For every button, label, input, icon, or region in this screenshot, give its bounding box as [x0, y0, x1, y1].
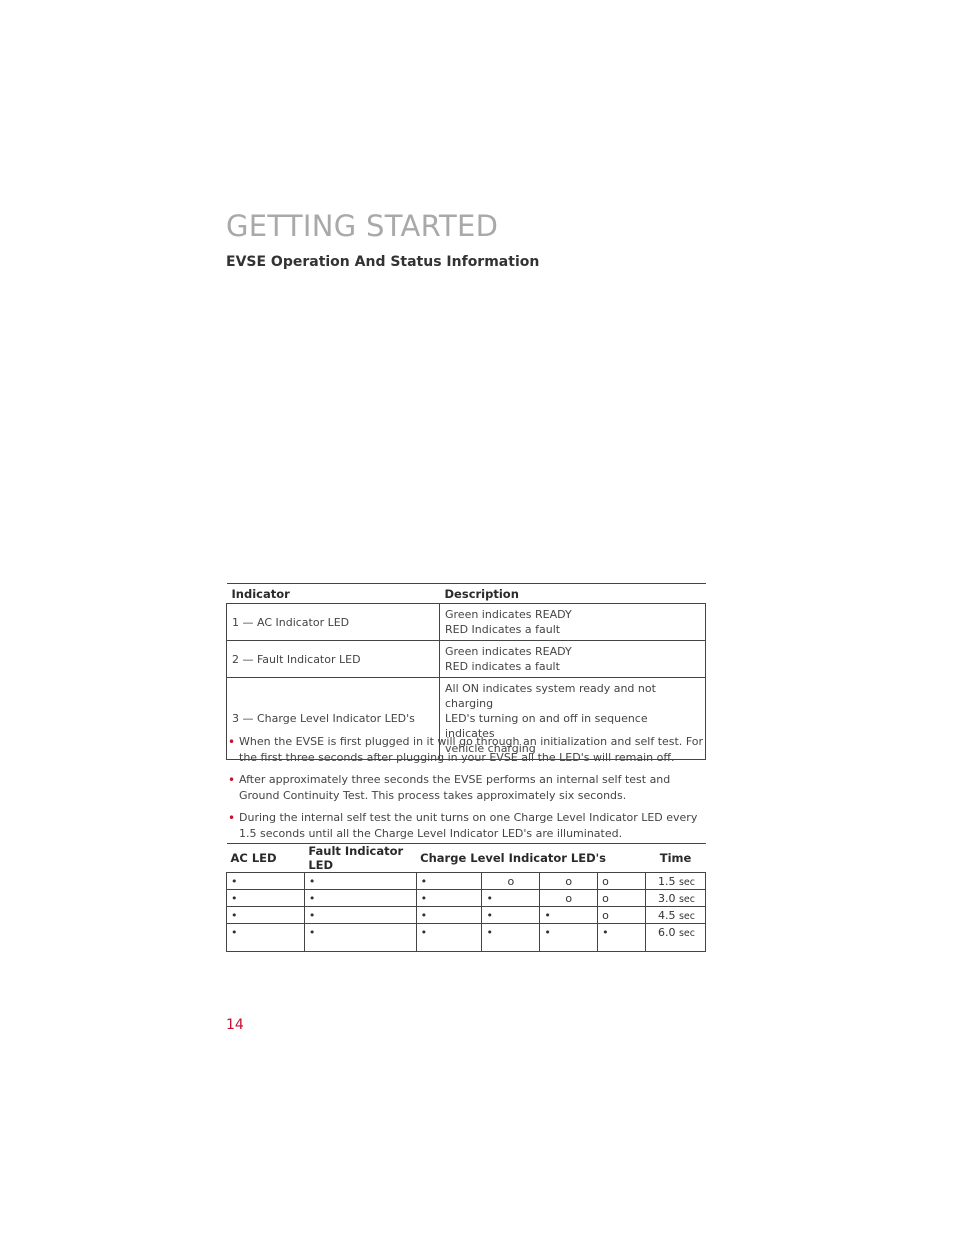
fault-led-state: •: [303, 889, 417, 907]
description-line: RED Indicates a fault: [445, 623, 561, 636]
description-column-header: Description: [439, 583, 706, 604]
time-number: 1.5: [657, 874, 676, 888]
indicator-name: 2 — Fault Indicator LED: [226, 640, 440, 678]
time-value: 3.0 sec: [645, 889, 706, 907]
time-value: 6.0 sec: [645, 923, 706, 952]
table-row: • • • • • • 6.0 sec: [226, 923, 706, 952]
indicator-table-header: Indicator Description: [226, 583, 706, 604]
time-number: 6.0: [657, 926, 676, 939]
time-unit: sec: [678, 910, 695, 922]
time-unit: sec: [678, 876, 695, 888]
indicator-description: Green indicates READY RED indicates a fa…: [439, 640, 706, 678]
charge-led-state: •: [481, 923, 541, 952]
time-unit: sec: [678, 893, 695, 905]
time-value: 4.5 sec: [645, 906, 706, 924]
ac-led-state: •: [226, 889, 305, 907]
section-heading: GETTING STARTED: [226, 209, 499, 243]
ac-led-column-header: AC LED: [226, 843, 305, 873]
fault-led-column-header: Fault Indicator LED: [304, 843, 417, 873]
fault-led-state: •: [303, 906, 417, 924]
list-item: • After approximately three seconds the …: [226, 772, 704, 804]
time-value: 1.5 sec: [645, 872, 706, 890]
indicator-table: Indicator Description 1 — AC Indicator L…: [226, 583, 706, 760]
table-row: 1 — AC Indicator LED Green indicates REA…: [226, 603, 706, 641]
charge-led-state: o: [597, 889, 647, 907]
info-bullet-list: • When the EVSE is first plugged in it w…: [226, 734, 704, 848]
description-line: RED indicates a fault: [445, 660, 560, 673]
bullet-icon: •: [228, 773, 236, 787]
table-row: 2 — Fault Indicator LED Green indicates …: [226, 640, 706, 678]
indicator-name: 3 — Charge Level Indicator LED's: [226, 677, 440, 760]
fault-led-state: •: [303, 872, 417, 890]
indicator-name: 1 — AC Indicator LED: [226, 603, 440, 641]
indicator-description: All ON indicates system ready and not ch…: [439, 677, 706, 760]
page-number: 14: [226, 1017, 244, 1033]
time-column-header: Time: [645, 843, 706, 873]
charge-led-state: o: [481, 872, 541, 890]
page-subtitle: EVSE Operation And Status Information: [226, 254, 540, 270]
charge-led-state: •: [597, 923, 647, 952]
charge-led-state: •: [481, 889, 541, 907]
led-sequence-table: AC LED Fault Indicator LED Charge Level …: [226, 843, 706, 952]
time-number: 4.5: [657, 908, 676, 922]
indicator-column-header: Indicator: [226, 583, 440, 604]
time-unit: sec: [678, 928, 695, 939]
description-line: LED's turning on and off in sequence ind…: [445, 712, 648, 740]
charge-led-state: o: [597, 906, 647, 924]
charge-led-state: •: [415, 872, 483, 890]
list-item: • When the EVSE is first plugged in it w…: [226, 734, 704, 766]
time-number: 3.0: [657, 891, 676, 905]
charge-led-state: •: [415, 923, 483, 952]
bullet-text: During the internal self test the unit t…: [239, 811, 698, 840]
ac-led-state: •: [226, 906, 305, 924]
charge-led-state: •: [539, 923, 599, 952]
bullet-text: After approximately three seconds the EV…: [239, 773, 671, 802]
description-line: vehicle charging: [445, 742, 536, 755]
table-row: • • • • • o 4.5 sec: [226, 906, 706, 924]
description-line: Green indicates READY: [445, 608, 572, 621]
charge-led-state: o: [597, 872, 647, 890]
description-line: Green indicates READY: [445, 645, 572, 658]
charge-led-state: o: [539, 872, 599, 890]
charge-led-state: •: [481, 906, 541, 924]
table-row: • • • • o o 3.0 sec: [226, 889, 706, 907]
indicator-description: Green indicates READY RED Indicates a fa…: [439, 603, 706, 641]
table-row: • • • o o o 1.5 sec: [226, 872, 706, 890]
ac-led-state: •: [226, 872, 305, 890]
list-item: • During the internal self test the unit…: [226, 810, 704, 842]
fault-led-state: •: [303, 923, 417, 952]
charge-level-column-header: Charge Level Indicator LED's: [416, 843, 646, 873]
charge-led-state: •: [415, 889, 483, 907]
ac-led-state: •: [226, 923, 305, 952]
bullet-icon: •: [228, 735, 236, 749]
sequence-table-header: AC LED Fault Indicator LED Charge Level …: [226, 843, 706, 873]
charge-led-state: •: [415, 906, 483, 924]
bullet-icon: •: [228, 811, 236, 825]
table-row: 3 — Charge Level Indicator LED's All ON …: [226, 677, 706, 760]
description-line: All ON indicates system ready and not ch…: [445, 682, 656, 710]
charge-led-state: •: [539, 906, 599, 924]
charge-led-state: o: [539, 889, 599, 907]
bullet-text: When the EVSE is first plugged in it wil…: [239, 735, 704, 764]
